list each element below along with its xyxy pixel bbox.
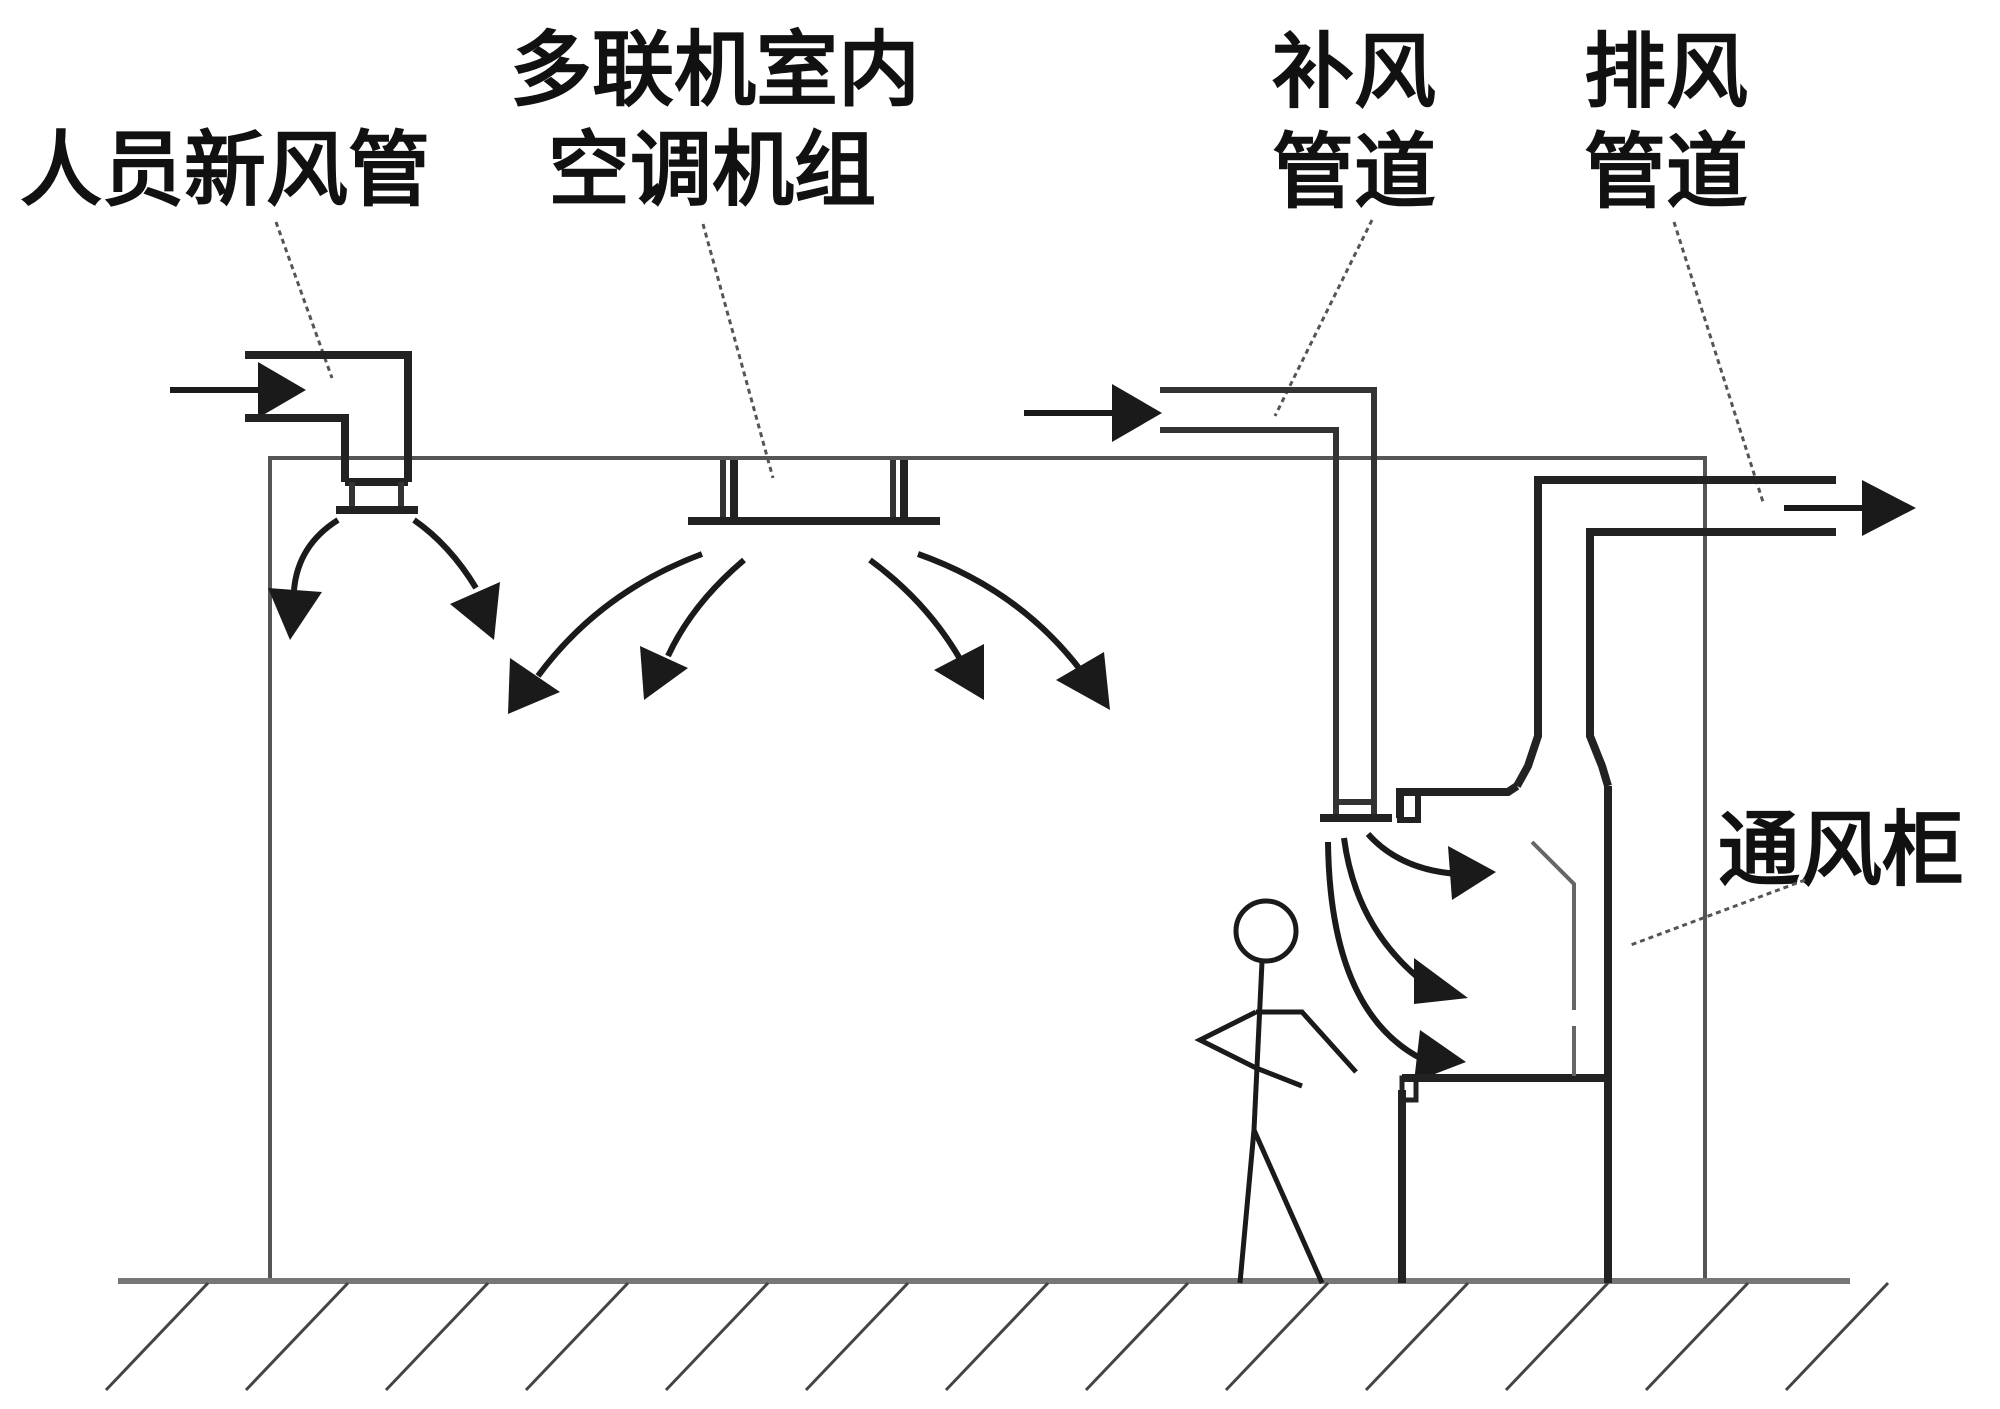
label-exhaust-duct-line2: 管道 [1584, 125, 1748, 220]
label-vrf-unit-line1: 多联机室内 [510, 23, 920, 118]
leader-fume-hood [1627, 878, 1806, 948]
operator-arm-left [1194, 1009, 1303, 1089]
fume-hood [1396, 782, 1612, 1283]
operator-head [1233, 898, 1299, 964]
makeup-flow-3 [1325, 841, 1422, 1061]
room-outline [268, 456, 1707, 1280]
label-fume-hood: 通风柜 [1718, 803, 1964, 898]
makeup-inlet-arrowhead-icon [1112, 384, 1162, 442]
floor-hatch-line [1504, 1281, 1610, 1392]
label-exhaust-duct-line1: 排风 [1584, 25, 1748, 120]
label-vrf-unit-line2: 空调机组 [548, 123, 876, 218]
leader-exhaust [1672, 221, 1765, 503]
makeup-duct-outer [1160, 387, 1377, 816]
fresh-air-flow-left-arrowhead-icon [268, 588, 322, 640]
vrf-flow-4 [917, 551, 1085, 674]
leader-vrf-unit [701, 223, 775, 479]
vrf-flow-2 [665, 557, 746, 658]
floor-hatch-line [524, 1281, 630, 1392]
makeup-flow-2 [1341, 837, 1428, 987]
vrf-flow-3-arrowhead-icon [934, 644, 984, 700]
floor-hatch-line [1224, 1281, 1330, 1392]
vrf-flow-2-arrowhead-icon [640, 646, 688, 700]
floor-hatch-line [384, 1281, 490, 1392]
vrf-flow-1-arrowhead-icon [508, 658, 560, 714]
makeup-air-duct [1024, 384, 1496, 1082]
floor-hatch-line [804, 1281, 910, 1392]
exhaust-duct [1513, 476, 1916, 788]
floor-hatch-line [1084, 1281, 1190, 1392]
floor-hatch-line [664, 1281, 770, 1392]
fresh-air-flow-right [412, 517, 479, 590]
floor-hatch-line [1644, 1281, 1750, 1392]
exhaust-duct-inner [1586, 528, 1836, 788]
fresh-air-inlet-arrowhead-icon [258, 362, 306, 418]
room-walls [268, 456, 1707, 1280]
fresh-air-flow-right-arrowhead-icon [450, 582, 500, 640]
label-makeup-duct-line2: 管道 [1272, 125, 1436, 220]
floor-hatching [104, 1281, 1890, 1392]
floor-hatch-line [1364, 1281, 1470, 1392]
floor [104, 1278, 1890, 1392]
floor-hatch-line [244, 1281, 350, 1392]
floor-hatch-line [104, 1281, 210, 1392]
exhaust-outlet-arrowhead-icon [1862, 480, 1916, 536]
floor-hatch-line [1784, 1281, 1890, 1392]
vrf-flow-3 [868, 557, 967, 668]
makeup-flow-3-arrowhead-icon [1414, 1030, 1466, 1082]
fresh-air-flow-left [291, 517, 340, 591]
leader-makeup [1273, 219, 1374, 417]
leader-lines [274, 219, 1806, 948]
vrf-indoor-unit [508, 460, 1110, 714]
makeup-duct-inner [1160, 427, 1339, 816]
vrf-flow-4-arrowhead-icon [1056, 652, 1110, 710]
makeup-flow-1 [1365, 831, 1459, 877]
fresh-air-duct-inner [245, 414, 349, 482]
fume-hood-top-lip [1397, 789, 1421, 823]
label-makeup-duct-line1: 补风 [1272, 25, 1436, 120]
makeup-flow-1-arrowhead-icon [1448, 846, 1496, 900]
operator-leg-right [1251, 1128, 1325, 1285]
floor-hatch-line [944, 1281, 1050, 1392]
vrf-flow-1 [535, 551, 704, 678]
label-fresh-air-duct: 人员新风管 [20, 123, 430, 218]
fresh-air-duct-outer [245, 351, 412, 482]
makeup-flow-2-arrowhead-icon [1414, 958, 1468, 1004]
operator-figure [1194, 898, 1358, 1285]
fume-hood-sash-upper [1530, 840, 1576, 1010]
label-group: 人员新风管 多联机室内 空调机组 补风 管道 排风 管道 通风柜 [20, 23, 1964, 898]
operator-arm-right [1256, 1009, 1358, 1074]
fresh-air-duct [170, 351, 500, 640]
exhaust-duct-outer [1513, 476, 1836, 788]
fume-hood-front-lip [1399, 1075, 1419, 1103]
